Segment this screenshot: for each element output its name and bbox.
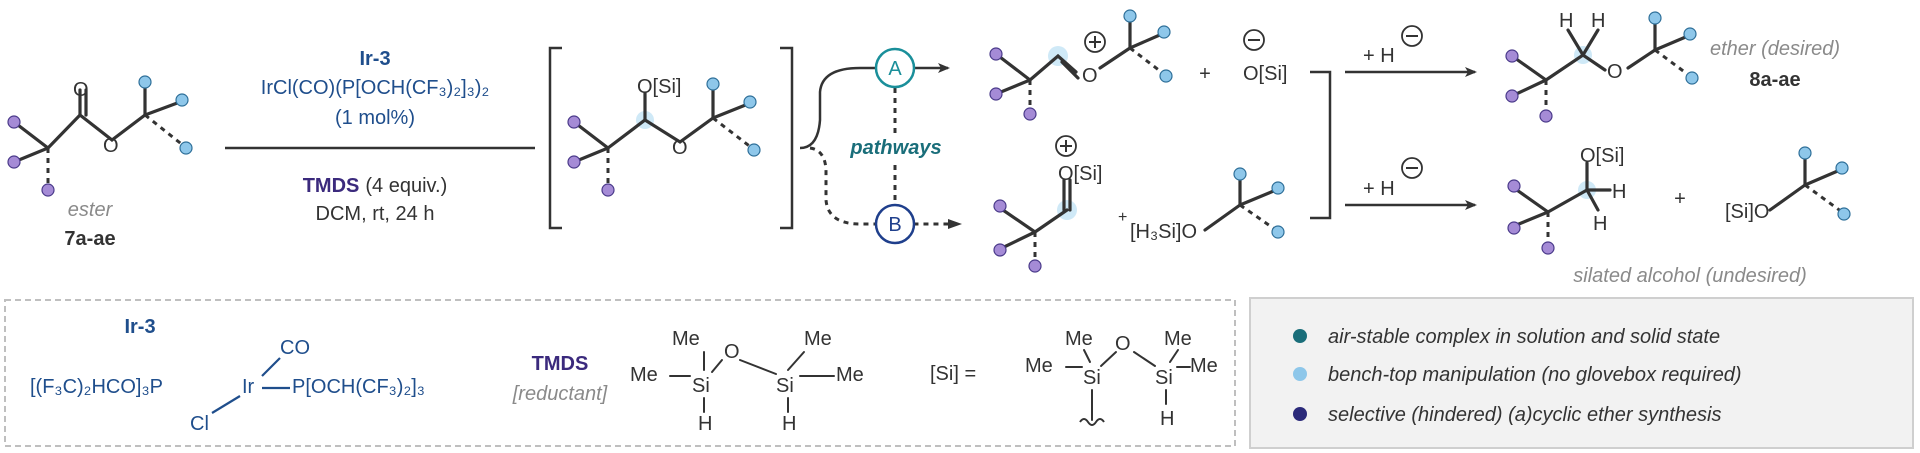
ester-compound-id: 7a-ae <box>64 228 115 250</box>
si-si-right: Si <box>1155 367 1173 389</box>
plus-sign-a: + <box>1199 63 1211 85</box>
ester-label: ester <box>68 199 114 221</box>
ir3-metal: Ir <box>242 376 255 398</box>
ether-desired-label: ether (desired) <box>1710 38 1840 60</box>
si-o: O <box>1115 333 1131 355</box>
reductant-name: TMDS <box>303 175 360 197</box>
feature-bullet-air-stable <box>1293 329 1307 343</box>
si-group-structure: Me Me Si O Si Me Me H <box>1025 328 1218 430</box>
pathways-label: pathways <box>849 137 941 159</box>
hydride-bottom: + H <box>1363 178 1395 200</box>
silyl-acetal-intermediate <box>567 77 761 197</box>
tmds-role: [reductant] <box>512 383 608 405</box>
features-box <box>1249 297 1914 449</box>
intermediate-oxygen: O <box>672 137 688 159</box>
ir3-co: CO <box>280 337 310 359</box>
pathway-b-label: B <box>888 214 901 236</box>
tmds-o: O <box>724 341 740 363</box>
si-h: H <box>1160 408 1174 430</box>
tmds-si-left: Si <box>692 375 710 397</box>
tmds-me-left: Me <box>630 364 658 386</box>
tmds-h-right: H <box>782 413 796 435</box>
tmds-me-right: Me <box>836 364 864 386</box>
pathway-b-badge <box>874 203 916 245</box>
reductant-amount: (4 equiv.) <box>365 175 447 197</box>
ether-h-right: H <box>1591 10 1605 32</box>
pathway-a-badge <box>874 47 916 89</box>
feature-bullet-bench-top <box>1293 367 1307 381</box>
ir3-right-ligand: P[OCH(CF₃)₂]₃ <box>292 376 425 398</box>
oxocarbenium-oxygen: O <box>1082 65 1098 87</box>
reaction-conditions: DCM, rt, 24 h <box>316 203 435 225</box>
pathway-b-arrow <box>809 146 948 226</box>
silanolate: O[Si] <box>1243 63 1287 85</box>
feature-air-stable: air-stable complex in solution and solid… <box>1328 326 1720 348</box>
silated-alcohol-h-right: H <box>1612 181 1626 203</box>
si-me-right: Me <box>1190 355 1218 377</box>
ether-compound-id: 8a-ae <box>1749 69 1800 91</box>
silyl-ether-sio: [Si]O <box>1725 201 1769 223</box>
ir3-cl: Cl <box>190 413 209 435</box>
bracket-right <box>780 46 794 230</box>
ir3-left-ligand: [(F₃C)₂HCO]₃P <box>30 376 163 398</box>
ir3-bond-cl <box>211 395 241 414</box>
tmds-h-left: H <box>698 413 712 435</box>
tmds-me-top-left: Me <box>672 328 700 350</box>
si-si-left: Si <box>1083 367 1101 389</box>
ether-h-left: H <box>1559 10 1573 32</box>
legend-ir3-title: Ir-3 <box>124 316 155 338</box>
bracket-left <box>548 46 562 230</box>
oxocarbenium-structure <box>989 9 1173 121</box>
reagents-legend-box <box>4 299 1236 447</box>
si-me-top-right: Me <box>1164 328 1192 350</box>
tmds-si-right: Si <box>776 375 794 397</box>
catalyst-loading: (1 mol%) <box>335 107 415 129</box>
silyl-oxocarbenium-osi: O[Si] <box>1058 163 1102 185</box>
si-definition-label: [Si] = <box>930 363 976 385</box>
pathway-a-label: A <box>888 58 902 80</box>
si-me-top-left: Me <box>1065 328 1093 350</box>
plus-superscript-b: + <box>1118 209 1127 226</box>
ir3-bond-co <box>261 357 281 377</box>
pathway-a-arrow <box>799 63 950 150</box>
tmds-structure: Me Me Si O Si Me Me H H <box>630 328 864 435</box>
silated-alcohol-label: silated alcohol (undesired) <box>1573 265 1806 287</box>
silyl-oxocarbenium-structure <box>993 178 1077 273</box>
si-me-left: Me <box>1025 355 1053 377</box>
feature-bench-top: bench-top manipulation (no glovebox requ… <box>1328 364 1742 386</box>
silyl-ether-alkyl <box>1203 167 1285 239</box>
hydride-top: + H <box>1363 45 1395 67</box>
ester-oxygen: O <box>103 135 119 157</box>
silated-alcohol-h-bottom: H <box>1593 213 1607 235</box>
products-bracket <box>1310 70 1332 220</box>
tmds-me-top-right: Me <box>804 328 832 350</box>
ester-structure <box>7 75 193 197</box>
h3sio-label: [H₃Si]O <box>1130 221 1197 243</box>
ether-product-structure <box>1505 11 1699 123</box>
catalyst-name: Ir-3 <box>359 48 390 70</box>
intermediate-osi: O[Si] <box>637 76 681 98</box>
ester-carbonyl-o: O <box>73 79 89 101</box>
feature-bullet-selective <box>1293 407 1307 421</box>
silated-alcohol-osi: O[Si] <box>1580 145 1624 167</box>
catalyst-formula: IrCl(CO)(P[OCH(CF₃)₂]₃)₂ <box>261 77 489 99</box>
silyl-ether-product-alkyl <box>1768 146 1851 221</box>
ether-oxygen: O <box>1607 61 1623 83</box>
feature-selective: selective (hindered) (a)cyclic ether syn… <box>1328 404 1722 426</box>
pathway-b-arrowhead <box>948 219 962 229</box>
plus-sign-products: + <box>1674 188 1686 210</box>
reductant-line: TMDS(4 equiv.) <box>303 175 448 197</box>
legend-tmds-title: TMDS <box>532 353 589 375</box>
silated-alcohol-structure <box>1507 161 1612 255</box>
